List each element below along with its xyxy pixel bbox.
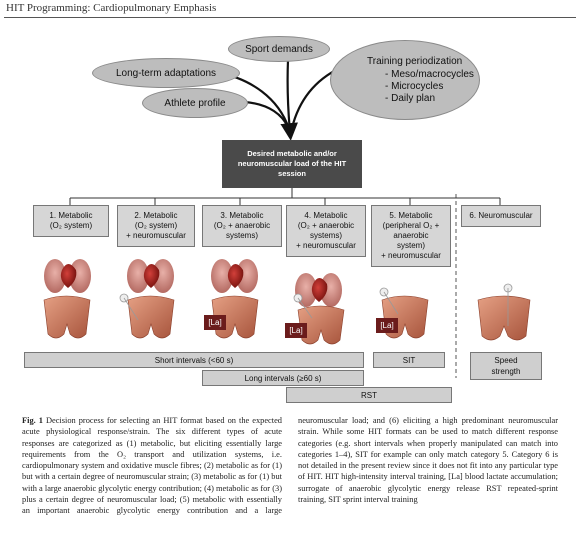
category-line: (peripheral O₂ +: [382, 221, 440, 230]
caption-text: Decision process for selecting an HIT fo…: [22, 416, 558, 516]
sit-bar: SIT: [373, 352, 445, 368]
sport-demands-ellipse: Sport demands: [228, 36, 330, 62]
lungs-heart-icon: [211, 259, 258, 293]
category-3-box: 3. Metabolic (O₂ + anaerobic systems): [202, 205, 282, 247]
category-line: 1. Metabolic: [49, 211, 93, 220]
category-line: + neuromuscular: [296, 241, 356, 250]
short-intervals-bar: Short intervals (<60 s): [24, 352, 364, 368]
category-line: 5. Metabolic: [389, 211, 433, 220]
speed-strength-line: strength: [491, 367, 521, 376]
category-line: system): [397, 241, 425, 250]
lungs-heart-icon: [44, 259, 91, 293]
category-line: (O₂ system): [49, 221, 93, 230]
periodization-item: - Meso/macrocycles: [385, 68, 474, 80]
long-intervals-bar: Long intervals (≥60 s): [202, 370, 364, 386]
category-line: (O₂ + anaerobic: [213, 221, 271, 230]
rst-bar: RST: [286, 387, 452, 403]
category-line: + neuromuscular: [381, 251, 441, 260]
thigh-muscles-icon: [477, 295, 531, 341]
motor-neuron-icon: [119, 293, 139, 321]
thigh-muscles-icon: [127, 295, 175, 339]
speed-strength-line: Speed: [494, 356, 518, 365]
category-line: 2. Metabolic: [134, 211, 178, 220]
category-line: (O₂ + anaerobic: [297, 221, 355, 230]
desired-load-box: Desired metabolic and/or neuromuscular l…: [222, 140, 362, 188]
lungs-heart-icon: [295, 273, 342, 307]
speed-strength-bar: Speed strength: [470, 352, 542, 380]
category-line: systems): [226, 231, 258, 240]
category-1-box: 1. Metabolic (O₂ system): [33, 205, 109, 237]
long-term-adaptations-ellipse: Long-term adaptations: [92, 58, 240, 88]
desired-line: session: [278, 169, 306, 178]
header-rule: [4, 17, 576, 18]
thigh-muscles-icon: [297, 305, 345, 345]
category-line: (O₂ system): [134, 221, 178, 230]
caption-label: Fig. 1: [22, 416, 43, 425]
category-line: 4. Metabolic: [304, 211, 348, 220]
athlete-profile-ellipse: Athlete profile: [142, 88, 248, 118]
periodization-title: Training periodization: [367, 55, 463, 67]
motor-neuron-icon: [293, 293, 313, 319]
category-line: 6. Neuromuscular: [469, 211, 533, 220]
athlete-profile-label: Athlete profile: [164, 97, 226, 109]
category-line: + neuromuscular: [126, 231, 186, 240]
category-line: anaerobic: [393, 231, 429, 240]
motor-neuron-icon: [379, 287, 399, 315]
lactate-label: [La]: [285, 323, 307, 338]
periodization-item: - Daily plan: [385, 92, 436, 104]
category-line: systems): [310, 231, 342, 240]
training-periodization-ellipse: Training periodization - Meso/macrocycle…: [330, 40, 480, 120]
category-5-box: 5. Metabolic (peripheral O₂ + anaerobic …: [371, 205, 451, 267]
thigh-muscles-icon: [43, 295, 91, 339]
lungs-heart-icon: [127, 259, 174, 293]
category-line: 3. Metabolic: [220, 211, 264, 220]
lactate-label: [La]: [204, 315, 226, 330]
sport-demands-label: Sport demands: [245, 43, 313, 55]
motor-neuron-icon: [503, 283, 513, 326]
running-header: HIT Programming: Cardiopulmonary Emphasi…: [6, 2, 217, 14]
category-6-box: 6. Neuromuscular: [461, 205, 541, 227]
lactate-label: [La]: [376, 318, 398, 333]
desired-line: Desired metabolic and/or: [247, 149, 337, 158]
category-4-box: 4. Metabolic (O₂ + anaerobic systems) + …: [286, 205, 366, 257]
category-2-box: 2. Metabolic (O₂ system) + neuromuscular: [117, 205, 195, 247]
desired-line: neuromuscular load of the HIT: [237, 159, 347, 168]
figure-caption: Fig. 1 Decision process for selecting an…: [22, 415, 558, 530]
long-term-adaptations-label: Long-term adaptations: [115, 67, 217, 79]
periodization-item: - Microcycles: [385, 80, 444, 92]
